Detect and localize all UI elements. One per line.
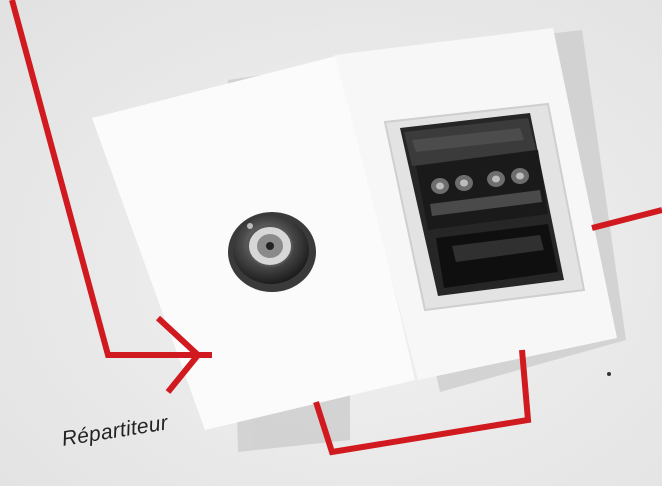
red-wire-bottom [313,349,532,456]
red-wire-arrow [9,0,212,394]
red-wire-right [591,207,662,231]
speck [607,372,611,376]
rj45-jack-icon [383,102,586,312]
bnc-coax-socket-icon [228,212,316,292]
